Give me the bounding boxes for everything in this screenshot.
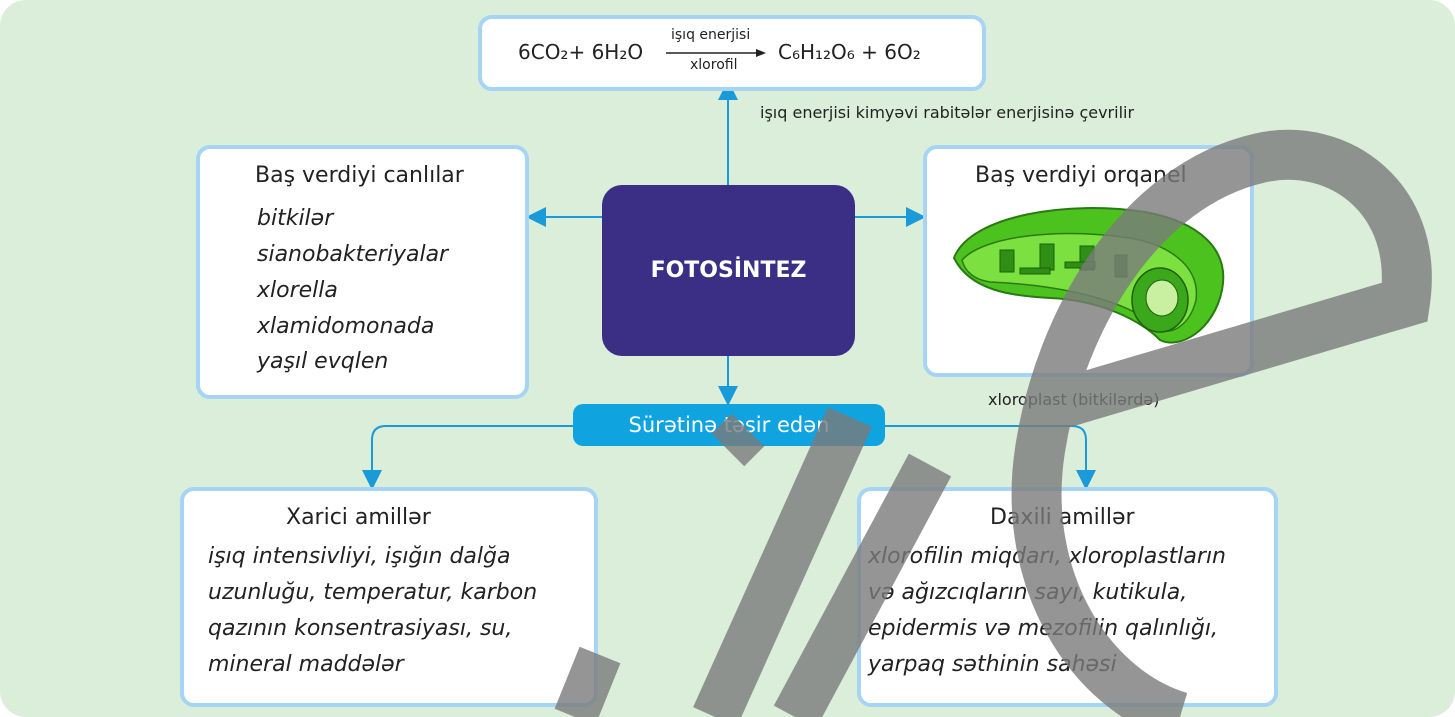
equation-box [478,15,986,91]
external-line: uzunluğu, temperatur, karbon [208,580,538,605]
equation-below-arrow: xlorofil [690,57,738,73]
organelle-title: Baş verdiyi orqanel [975,163,1187,188]
energy-note: işıq enerjisi kimyəvi rabitələr enerjisi… [760,103,1135,122]
organism-item: sianobakteriyalar [257,242,449,267]
arrow-external [362,425,573,490]
external-line: mineral maddələr [208,652,404,677]
external-line: işıq intensivliyi, işığın dalğa [208,544,511,569]
organisms-box [196,145,529,399]
equation-right: C₆H₁₂O₆ + 6O₂ [778,40,921,64]
equation-left: 6CO₂+ 6H₂O [518,40,644,64]
organism-item: yaşıl evqlen [257,349,389,374]
external-title: Xarici amillər [286,505,431,530]
center-label: FOTOSİNTEZ [650,258,807,283]
organism-item: bitkilər [257,206,334,231]
watermark-stroke-n1 [693,407,872,717]
organism-item: xlamidomonada [257,314,435,339]
organisms-title: Baş verdiyi canlılar [255,163,464,188]
watermark-stroke-e [1011,129,1432,717]
watermark-dot [711,413,765,467]
organism-item: xlorella [257,278,338,303]
external-line: qazının konsentrasiyası, su, [208,616,513,641]
equation-above-arrow: işıq enerjisi [671,27,751,43]
watermark-stroke-n2 [773,453,952,717]
external-box [180,487,598,707]
center-node: FOTOSİNTEZ [602,185,855,356]
watermark-stroke-i [554,646,621,717]
